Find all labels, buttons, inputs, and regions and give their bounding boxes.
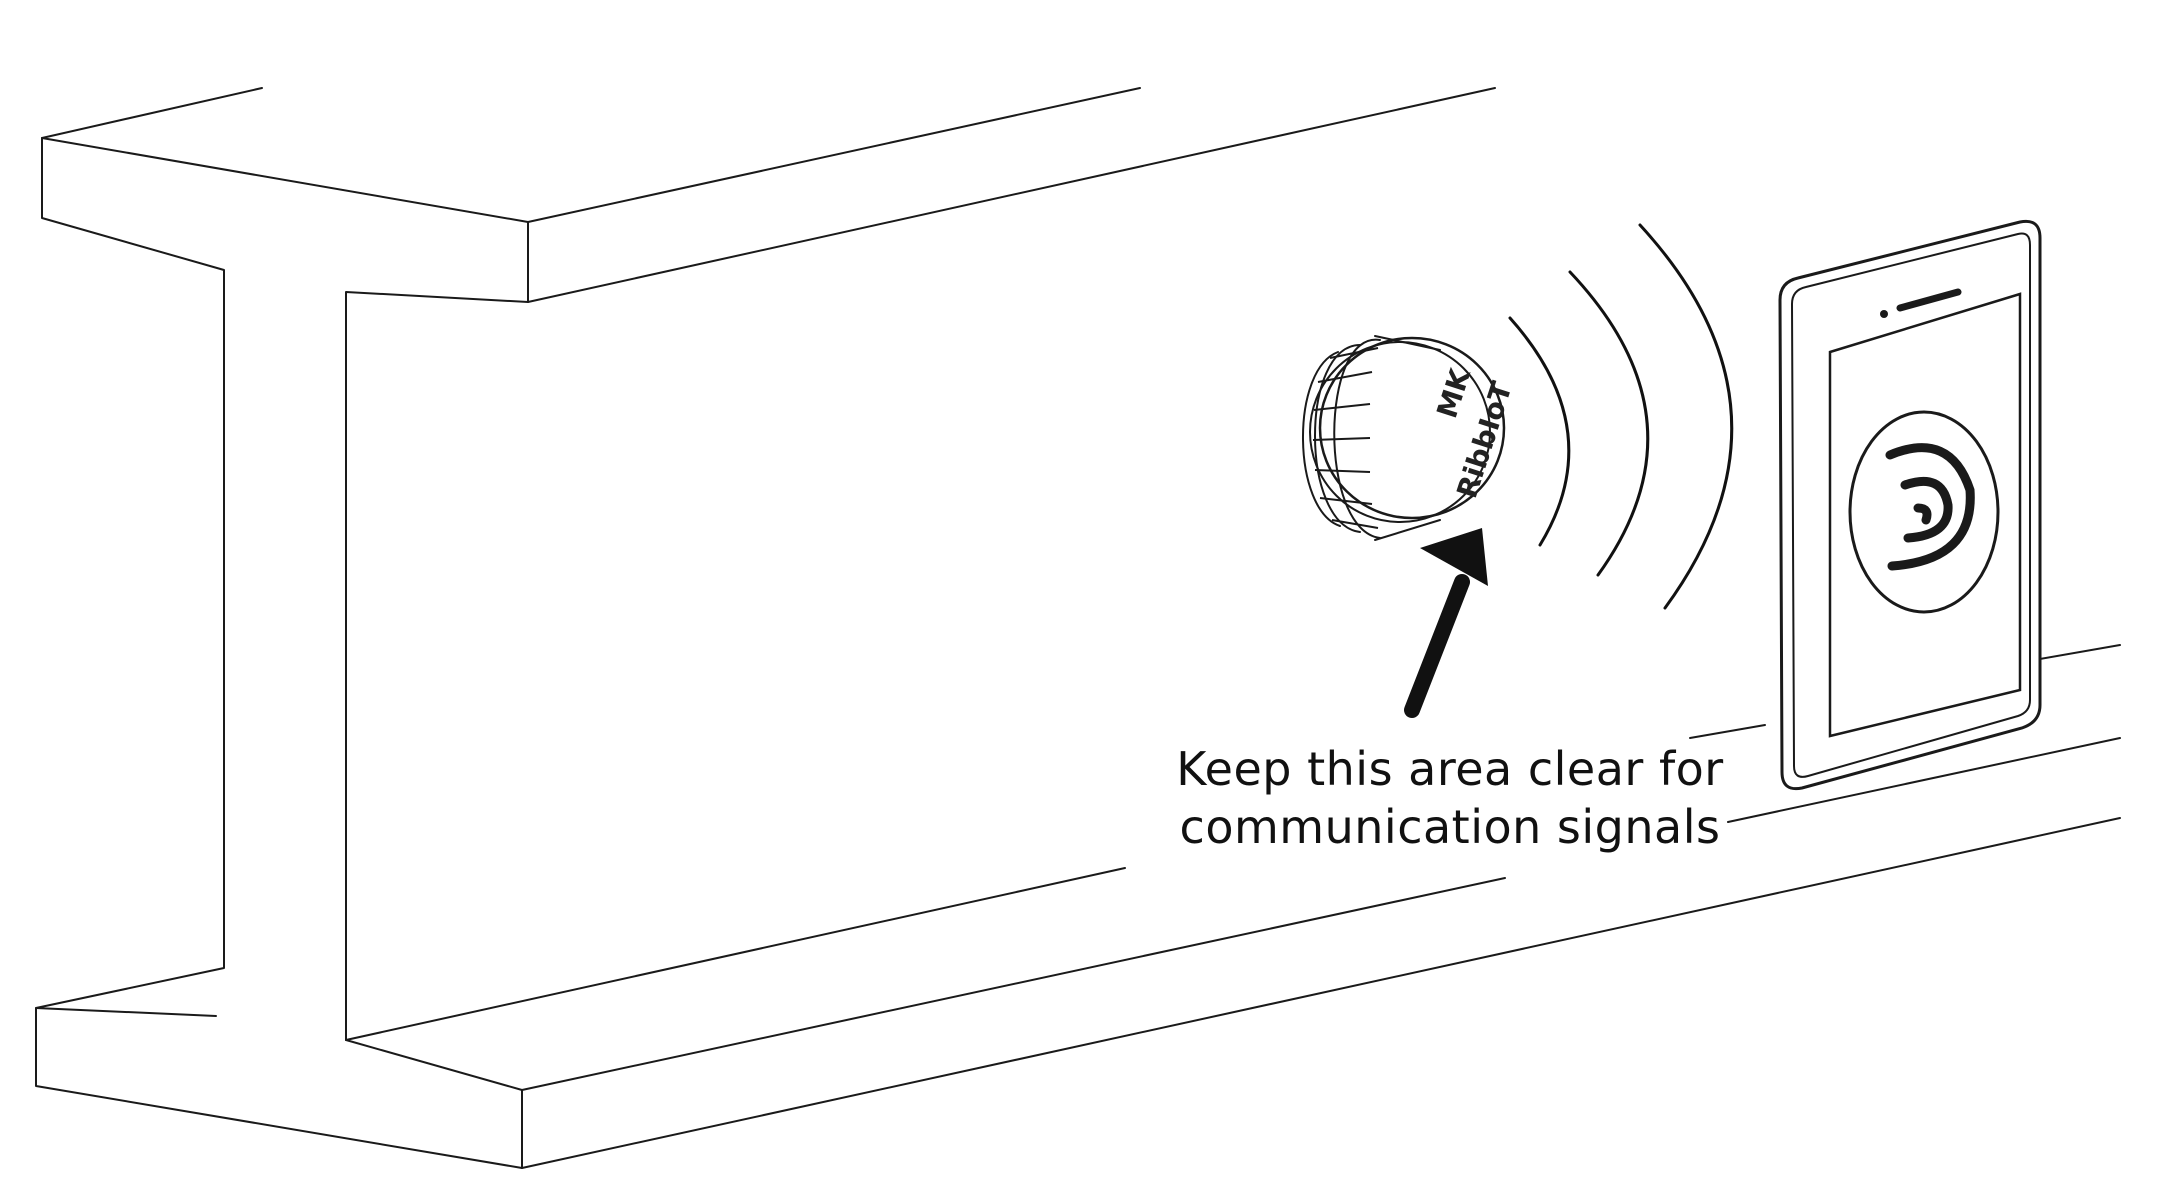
caption-line-2: communication signals [1179,800,1721,854]
i-beam [35,87,2121,1169]
nfc-icon [1848,410,2000,614]
caption-line-1: Keep this area clear for [1176,742,1724,796]
caption: Keep this area clear for communication s… [1090,740,1810,856]
smartphone [1778,219,2042,791]
sensor-puck: MK RibbIoT [1302,335,1519,541]
arrow [1404,528,1488,718]
signal-waves [1508,223,1734,610]
